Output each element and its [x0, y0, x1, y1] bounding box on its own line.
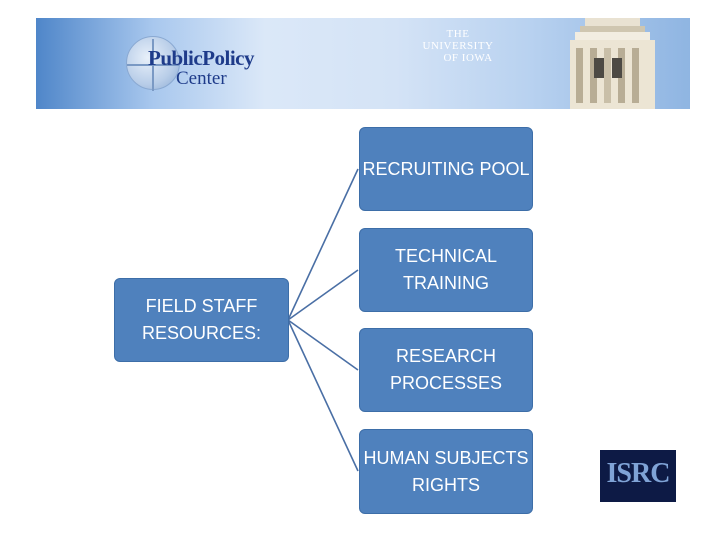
university-line1: THE UNIVERSITY: [422, 28, 494, 52]
child-node-research-processes: RESEARCH PROCESSES: [359, 328, 533, 412]
logo-text-line1: PublicPolicy: [148, 46, 255, 70]
connector-technical: [287, 269, 359, 321]
root-node-label: FIELD STAFF RESOURCES:: [141, 296, 262, 343]
child-node-recruiting-pool: RECRUITING POOL: [359, 127, 533, 211]
child-node-label: RESEARCH PROCESSES: [389, 346, 503, 393]
child-node-technical-training: TECHNICAL TRAINING: [359, 228, 533, 312]
isrc-logo-text: ISRC: [606, 458, 671, 489]
logo-text-line2: Center: [176, 68, 227, 89]
connector-research: [287, 319, 359, 371]
header-banner: PublicPolicy Center THE UNIVERSITY OF IO…: [36, 18, 690, 109]
connector-recruiting: [287, 168, 359, 321]
old-capitol-dome-icon: [570, 18, 655, 109]
globe-icon: [126, 36, 180, 91]
root-node-field-staff-resources: FIELD STAFF RESOURCES:: [114, 278, 289, 362]
public-policy-center-logo: PublicPolicy Center: [126, 34, 256, 94]
child-node-label: RECRUITING POOL: [362, 158, 530, 179]
child-node-label: TECHNICAL TRAINING: [394, 246, 497, 293]
child-node-human-subjects-rights: HUMAN SUBJECTS RIGHTS: [359, 429, 533, 514]
university-of-iowa-wordmark: THE UNIVERSITY OF IOWA: [413, 28, 503, 64]
child-node-label: HUMAN SUBJECTS RIGHTS: [363, 447, 529, 495]
isrc-logo: ISRC: [600, 450, 676, 502]
university-line2: OF IOWA: [443, 52, 493, 64]
connector-human: [287, 319, 359, 472]
